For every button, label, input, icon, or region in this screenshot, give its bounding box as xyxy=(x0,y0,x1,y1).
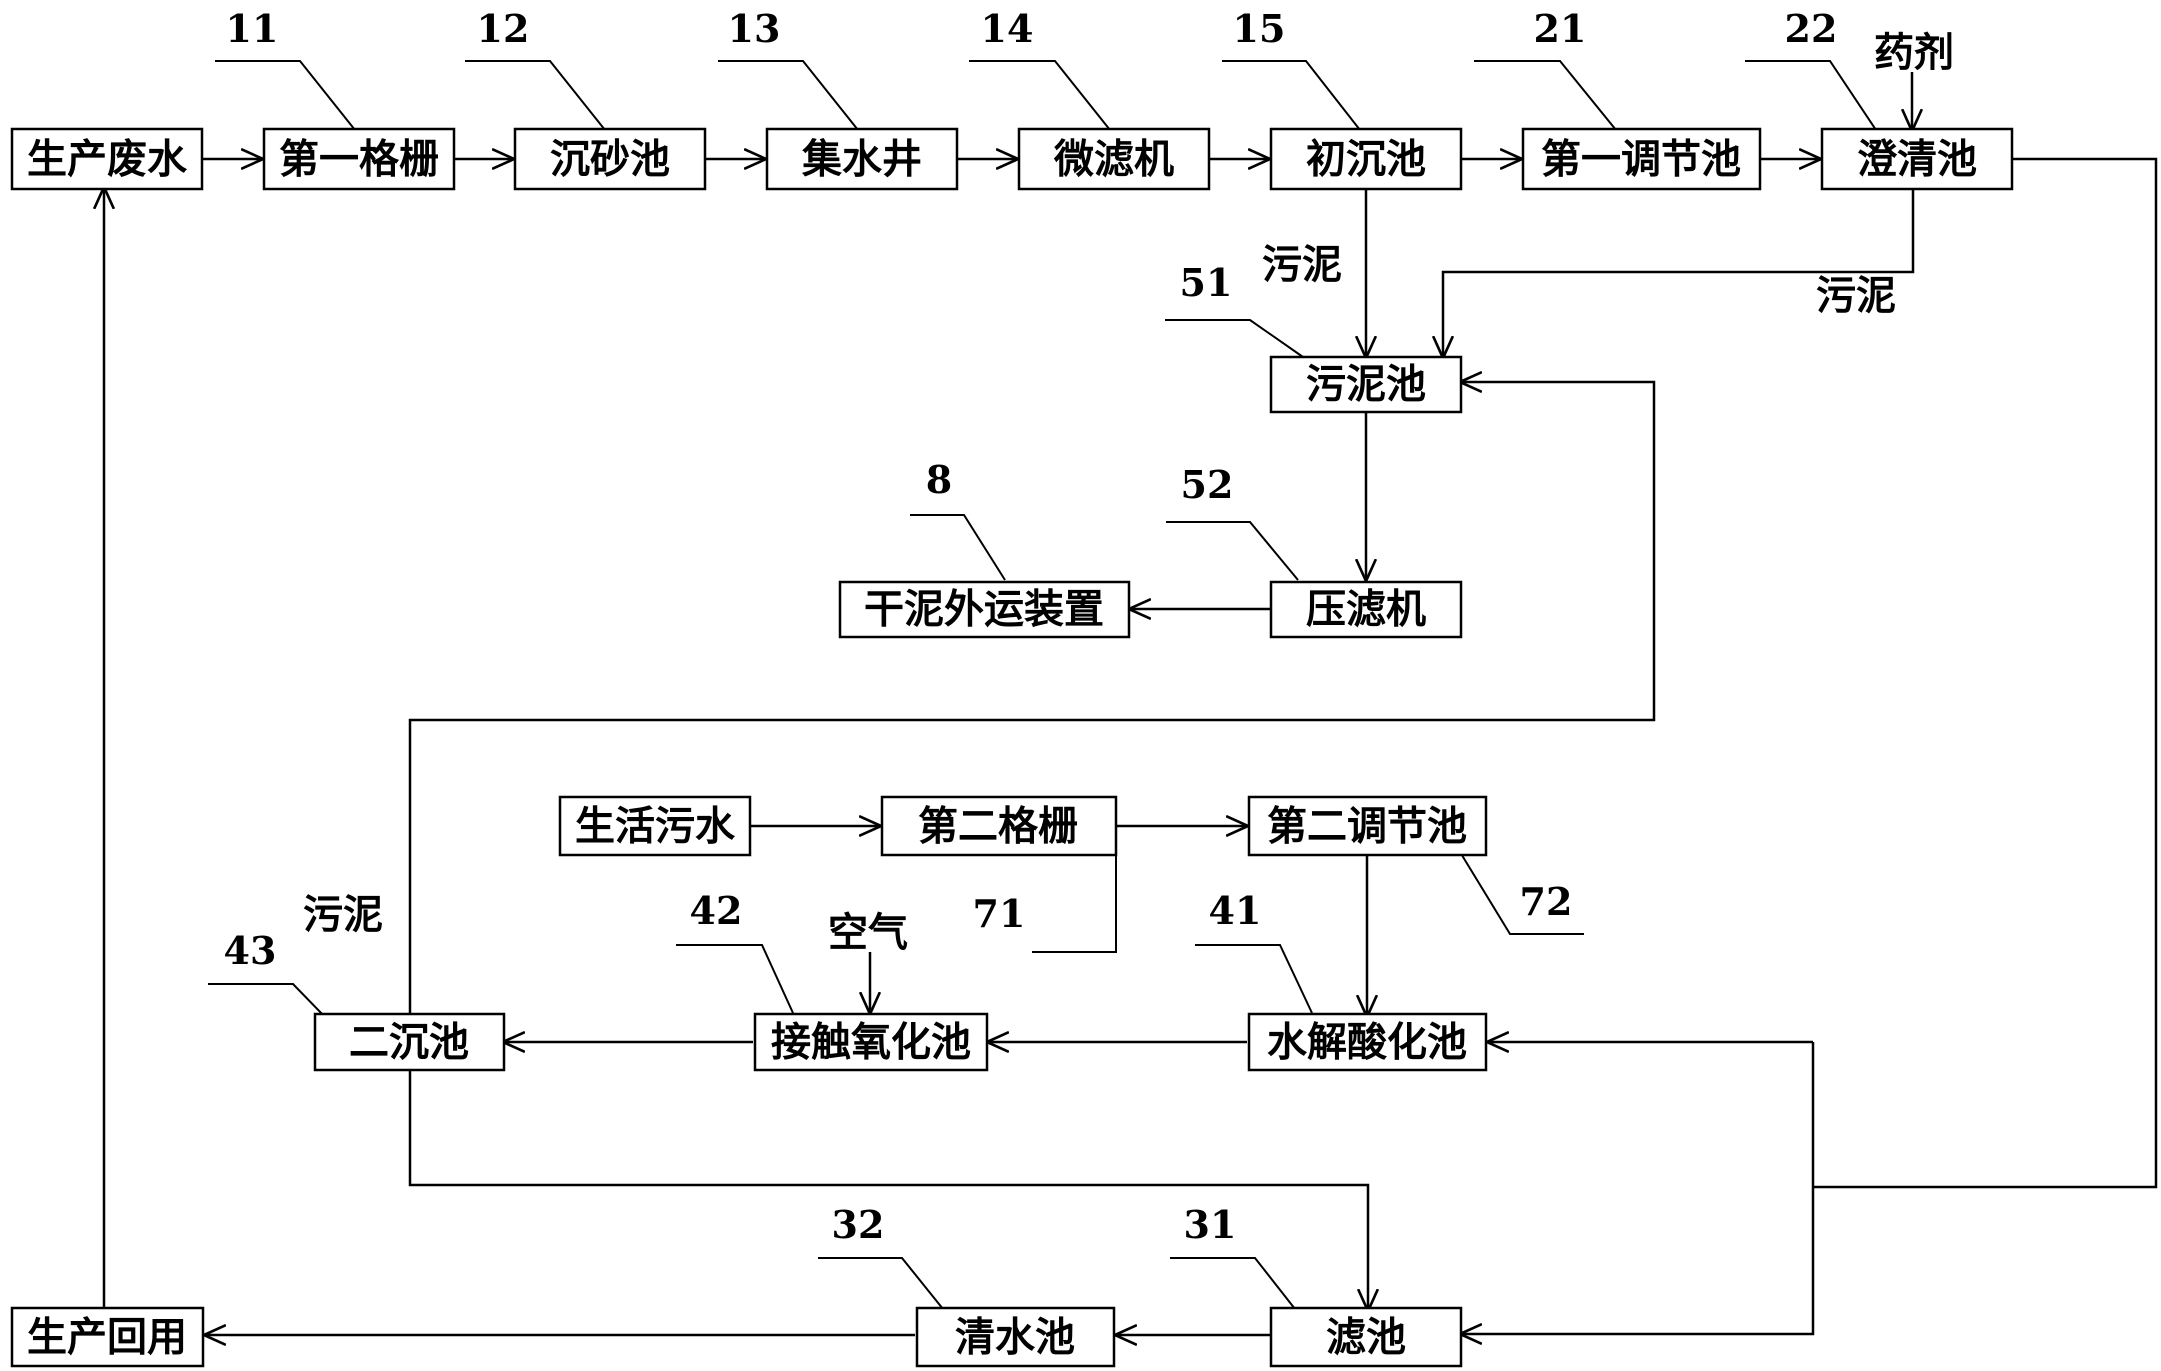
node-contact-oxidation: 接触氧化池 xyxy=(753,1012,989,1072)
ref-71: 71 xyxy=(973,891,1026,936)
ref-21: 21 xyxy=(1534,6,1587,51)
ref-12: 12 xyxy=(477,6,530,51)
ref-52: 52 xyxy=(1181,462,1234,507)
ref-32: 32 xyxy=(832,1202,885,1247)
node-primary-settling: 初沉池 xyxy=(1269,127,1463,191)
ref-8: 8 xyxy=(926,457,952,502)
node-sand-filter: 滤池 xyxy=(1269,1306,1463,1368)
node-dry-sludge-transport: 干泥外运装置 xyxy=(838,580,1131,639)
ref-15: 15 xyxy=(1233,6,1286,51)
node-label: 第二格栅 xyxy=(918,803,1078,850)
node-label: 第二调节池 xyxy=(1267,803,1467,850)
node-sump-well: 集水井 xyxy=(765,127,959,191)
node-first-grille: 第一格栅 xyxy=(262,127,456,191)
node-label: 沉砂池 xyxy=(550,136,670,183)
label-sludge-primary: 污泥 xyxy=(1262,241,1342,288)
ref-41: 41 xyxy=(1209,888,1262,933)
node-domestic-sewage: 生活污水 xyxy=(558,795,752,857)
ref-31: 31 xyxy=(1184,1202,1237,1247)
ref-13: 13 xyxy=(728,6,781,51)
node-label: 初沉池 xyxy=(1306,136,1426,183)
ref-11: 11 xyxy=(226,6,279,51)
label-air: 空气 xyxy=(828,909,908,956)
node-production-reuse: 生产回用 xyxy=(10,1306,205,1368)
ref-42: 42 xyxy=(690,888,743,933)
node-micro-filter: 微滤机 xyxy=(1017,127,1211,191)
node-label: 集水井 xyxy=(801,136,922,183)
ref-14: 14 xyxy=(981,6,1034,51)
node-filter-press: 压滤机 xyxy=(1269,580,1463,639)
label-chemicals: 药剂 xyxy=(1874,29,1954,76)
ref-43: 43 xyxy=(224,928,277,973)
node-second-grille: 第二格栅 xyxy=(880,795,1118,857)
node-label: 第一格栅 xyxy=(279,136,439,183)
node-label: 污泥池 xyxy=(1306,361,1426,408)
node-clear-water-tank: 清水池 xyxy=(915,1306,1116,1368)
node-label: 水解酸化池 xyxy=(1267,1019,1467,1066)
node-secondary-settling: 二沉池 xyxy=(313,1012,506,1072)
node-hydrolysis-acidification: 水解酸化池 xyxy=(1247,1012,1488,1072)
node-label: 第一调节池 xyxy=(1541,136,1741,183)
node-label: 生活污水 xyxy=(575,803,736,850)
node-label: 干泥外运装置 xyxy=(864,586,1104,633)
ref-22: 22 xyxy=(1785,6,1838,51)
node-label: 生产废水 xyxy=(27,136,188,183)
node-label: 压滤机 xyxy=(1306,586,1426,633)
leader-lines xyxy=(208,60,1877,1310)
node-grit-chamber: 沉砂池 xyxy=(513,127,707,191)
node-label: 清水池 xyxy=(955,1314,1075,1361)
node-first-equalization: 第一调节池 xyxy=(1521,127,1762,191)
node-second-equalization: 第二调节池 xyxy=(1247,795,1488,857)
node-clarifier: 澄清池 xyxy=(1820,127,2014,191)
node-label: 二沉池 xyxy=(349,1019,469,1066)
node-label: 澄清池 xyxy=(1857,136,1977,183)
ref-72: 72 xyxy=(1520,879,1573,924)
node-label: 生产回用 xyxy=(27,1314,187,1361)
flow-lines xyxy=(104,72,2158,1335)
node-production-wastewater: 生产废水 xyxy=(10,127,204,191)
node-label: 滤池 xyxy=(1326,1314,1406,1361)
label-sludge-clarifier: 污泥 xyxy=(1816,272,1896,319)
node-sludge-tank: 污泥池 xyxy=(1269,355,1463,414)
node-label: 微滤机 xyxy=(1053,136,1174,183)
label-sludge-secondary: 污泥 xyxy=(303,891,383,938)
node-label: 接触氧化池 xyxy=(771,1019,971,1066)
ref-51: 51 xyxy=(1180,260,1233,305)
